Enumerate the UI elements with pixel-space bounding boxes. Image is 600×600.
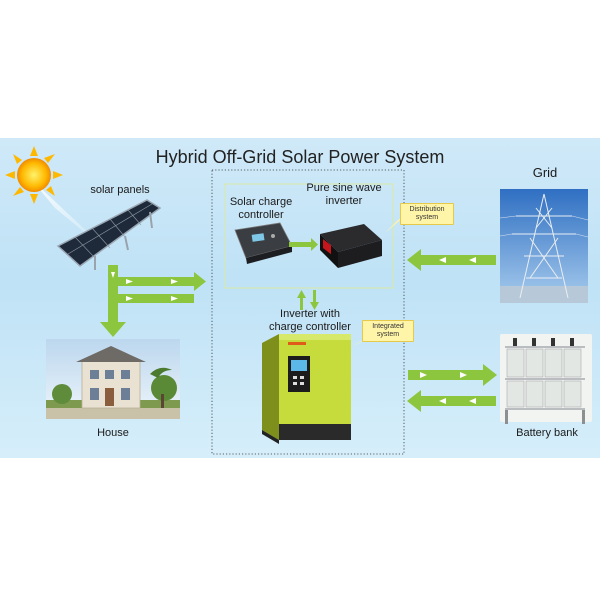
- callout-distribution-system: Distribution system: [400, 203, 454, 225]
- arrow-battery-to-inverter: [407, 390, 496, 412]
- inverter-group-box: [224, 183, 394, 289]
- arrow-bidirectional-vertical: [297, 290, 319, 310]
- label-grid: Grid: [532, 165, 558, 180]
- hybrid-inverter-icon: [262, 334, 351, 444]
- pylon-icon: [499, 189, 589, 303]
- diagram-title: Hybrid Off-Grid Solar Power System: [155, 147, 445, 167]
- arrow-markers: [111, 272, 178, 301]
- label-solar-charge-controller: Solar charge controller: [229, 196, 293, 221]
- sine-inverter-icon: [320, 224, 382, 268]
- arrow-grid-to-inverter: [407, 249, 496, 271]
- label-pure-sine-wave-inverter: Pure sine wave inverter: [306, 182, 382, 207]
- label-inverter-with-charge-controller: Inverter with charge controller: [269, 308, 351, 333]
- diagram-canvas: [5, 146, 592, 455]
- arrow-inverter-to-battery: [408, 364, 497, 386]
- diagram-panel: Hybrid Off-Grid Solar Power System: [0, 138, 600, 458]
- label-battery-bank: Battery bank: [516, 427, 578, 439]
- arrow-controller-to-inverter: [289, 238, 318, 251]
- charge-controller-icon: [234, 222, 293, 264]
- system-boundary: [211, 169, 405, 455]
- label-house: House: [97, 427, 129, 439]
- solar-panel-icon: [56, 199, 162, 270]
- callout-integrated-system: Integrated system: [362, 320, 414, 342]
- arrow-solar-flow: [100, 265, 206, 337]
- sun-icon: [5, 146, 63, 204]
- label-solar-panels: solar panels: [90, 184, 150, 196]
- battery-icon: [500, 334, 592, 424]
- house-icon: [46, 339, 180, 419]
